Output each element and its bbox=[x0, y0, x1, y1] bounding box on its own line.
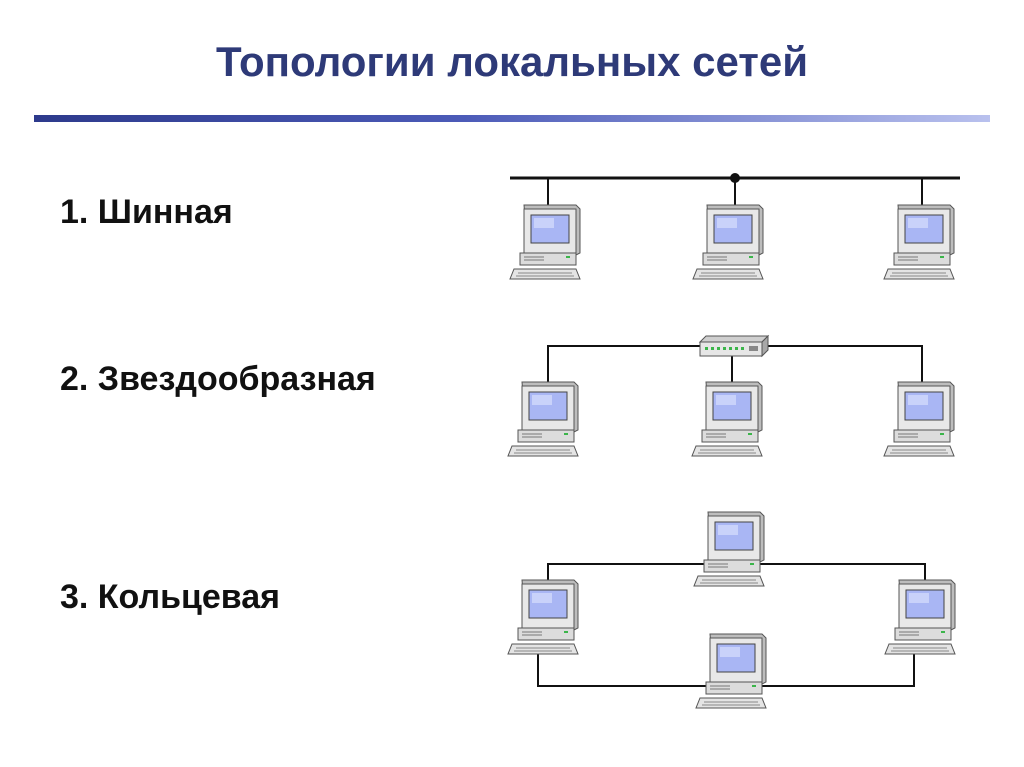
topology-label-ring: 3. Кольцевая bbox=[60, 578, 280, 616]
star-topology bbox=[507, 334, 955, 457]
title-underline bbox=[34, 115, 990, 122]
topology-label-bus: 1. Шинная bbox=[60, 193, 233, 231]
bus-topology bbox=[509, 173, 960, 280]
computer-icon bbox=[883, 204, 955, 280]
computer-icon bbox=[884, 579, 956, 655]
topology-label-star: 2. Звездообразная bbox=[60, 360, 376, 398]
ring-topology bbox=[507, 511, 956, 709]
computer-icon bbox=[695, 633, 767, 709]
computer-icon bbox=[507, 579, 579, 655]
computer-icon bbox=[691, 381, 763, 457]
page-title: Топологии локальных сетей bbox=[215, 38, 809, 85]
computer-icon bbox=[692, 204, 764, 280]
computer-icon bbox=[507, 381, 579, 457]
computer-icon bbox=[509, 204, 581, 280]
network-hub-icon bbox=[698, 334, 770, 358]
computer-icon bbox=[693, 511, 765, 587]
computer-icon bbox=[883, 381, 955, 457]
